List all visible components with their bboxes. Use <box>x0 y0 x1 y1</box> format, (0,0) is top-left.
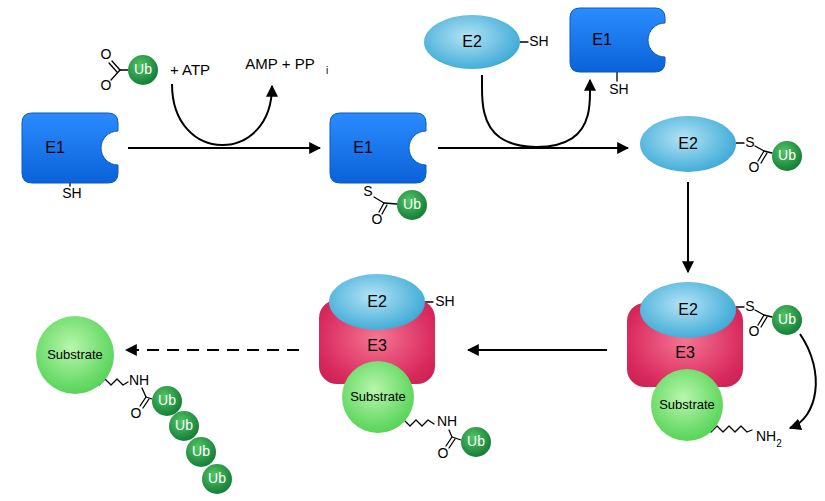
node-text: E3 <box>675 344 695 362</box>
ubiquitin-circle: Ub <box>461 427 491 457</box>
reactant-label: + ATP <box>170 62 210 79</box>
atom-label: O <box>749 324 760 339</box>
e1-outline <box>570 8 665 72</box>
substrate-circle: Substrate <box>651 369 723 441</box>
atom-label: O <box>131 406 142 421</box>
node-text: Substrate <box>47 348 103 362</box>
ubiquitin-circle: Ub <box>186 437 216 467</box>
e2-enzyme: E2 <box>640 282 736 338</box>
thiol-label: SH <box>609 82 628 97</box>
reaction-arrow <box>687 182 689 272</box>
node-text: E1 <box>592 31 612 49</box>
e2-enzyme: E2 <box>424 15 520 69</box>
thiol-label: SH <box>435 294 454 309</box>
subscript: i <box>326 65 328 76</box>
reaction-arrow <box>468 349 607 351</box>
node-text: E1 <box>45 139 65 157</box>
atom-label: O <box>438 446 449 461</box>
node-text: E2 <box>462 33 482 51</box>
ubiquitin-circle: Ub <box>397 190 427 220</box>
atom-label: O <box>101 78 112 93</box>
node-text: Ub <box>403 197 421 212</box>
node-text: Ub <box>778 312 796 327</box>
product-label: AMP + PP <box>245 56 314 73</box>
atom-label: S <box>745 299 754 314</box>
node-text: Substrate <box>350 390 406 404</box>
reaction-arrow <box>482 75 590 147</box>
node-text: E3 <box>367 337 387 355</box>
node-text: Ub <box>467 434 485 449</box>
atom-label: O <box>749 160 760 175</box>
e1-enzyme: E1 <box>330 113 426 183</box>
node-text: Ub <box>134 62 152 77</box>
node-text: Ub <box>192 444 210 459</box>
amine-label: NH <box>437 414 457 429</box>
atom-label: S <box>745 135 754 150</box>
e1-enzyme: E1 <box>22 113 118 183</box>
chemical-bonds <box>70 42 772 448</box>
ubiquitin-circle: Ub <box>128 55 158 85</box>
amine-label: NH <box>129 373 149 388</box>
reaction-arrows <box>172 84 816 428</box>
substrate-circle: Substrate <box>36 316 114 394</box>
e1-outline <box>330 113 426 183</box>
amine-label: NH <box>756 429 776 444</box>
atp-curve-arrow <box>172 84 272 145</box>
ubiquitin-circle: Ub <box>202 464 232 494</box>
node-text: Ub <box>778 148 796 163</box>
thiol-label: SH <box>529 34 548 49</box>
atom-label: S <box>363 184 372 199</box>
ubiquitin-circle: Ub <box>772 305 802 335</box>
attack-curve-arrow <box>790 334 816 428</box>
node-text: Ub <box>175 418 193 433</box>
node-text: E1 <box>353 139 373 157</box>
dashed-arrow <box>126 349 299 351</box>
node-text: E2 <box>678 135 698 153</box>
node-text: Substrate <box>659 398 715 412</box>
thiol-label: SH <box>62 186 81 201</box>
node-text: E2 <box>678 301 698 319</box>
subscript: 2 <box>776 438 782 449</box>
substrate-circle: Substrate <box>342 361 414 433</box>
node-text: E2 <box>367 293 387 311</box>
atom-label: O <box>372 212 383 227</box>
node-text: Ub <box>208 471 226 486</box>
connectors <box>126 75 688 350</box>
reaction-arrow <box>128 147 320 149</box>
node-text: Ub <box>158 393 176 408</box>
ubiquitin-circle: Ub <box>169 411 199 441</box>
ubiquitin-circle: Ub <box>772 141 802 171</box>
e2-enzyme: E2 <box>640 116 736 172</box>
atom-label: O <box>101 47 112 62</box>
e1-enzyme: E1 <box>570 8 665 72</box>
e2-enzyme: E2 <box>329 274 425 330</box>
e1-outline <box>22 113 118 183</box>
